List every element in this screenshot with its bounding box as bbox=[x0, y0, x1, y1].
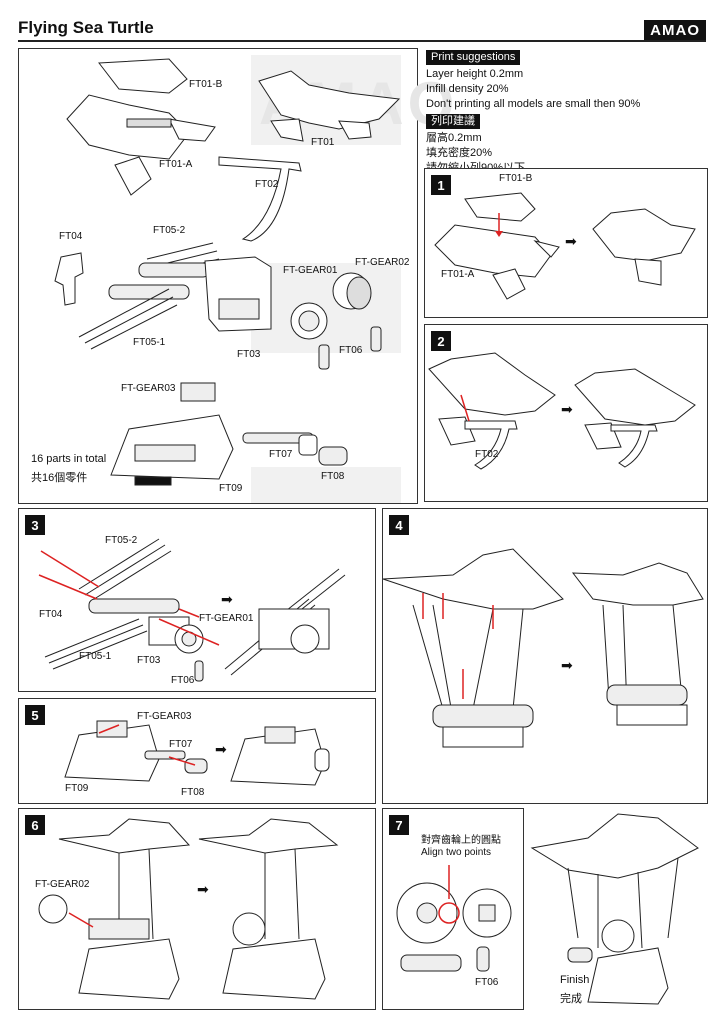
step-number: 7 bbox=[389, 815, 409, 835]
label-ft-gear02: FT-GEAR02 bbox=[355, 257, 410, 268]
parts-illustration bbox=[54, 58, 401, 486]
tip-line: Layer height 0.2mm bbox=[426, 68, 524, 80]
step-4-panel: 4 ➡ bbox=[382, 508, 708, 804]
finish-label-zh: 完成 bbox=[560, 993, 582, 1005]
label-ft-gear01: FT-GEAR01 bbox=[283, 265, 338, 276]
step-number: 2 bbox=[431, 331, 451, 351]
finished-model-illustration bbox=[530, 813, 699, 1005]
step-7-label-zh: 對齊齒輪上的圓點 bbox=[421, 835, 501, 846]
label-ft01-a: FT01-A bbox=[159, 159, 193, 170]
step-1-label: FT01-A bbox=[441, 269, 475, 280]
tip-line: Infill density 20% bbox=[426, 83, 509, 95]
page-title: Flying Sea Turtle bbox=[18, 18, 154, 37]
label-ft08: FT08 bbox=[321, 471, 345, 482]
step-2-label: FT02 bbox=[475, 449, 499, 460]
step-number: 3 bbox=[25, 515, 45, 535]
parts-total-en: 16 parts in total bbox=[31, 453, 107, 465]
step-4-illustration bbox=[382, 548, 704, 748]
label-ft05-2: FT05-2 bbox=[153, 225, 186, 236]
tip-line: Don't printing all models are small then… bbox=[426, 98, 641, 110]
step-7-illustration bbox=[396, 865, 512, 972]
step-1-illustration bbox=[434, 192, 696, 300]
step-arrow: ➡ bbox=[197, 881, 209, 897]
label-ft06: FT06 bbox=[339, 345, 363, 356]
step-3-label: FT05-2 bbox=[105, 535, 138, 546]
step-arrow: ➡ bbox=[565, 233, 577, 249]
step-2-illustration bbox=[428, 352, 696, 470]
step-3-label: FT04 bbox=[39, 609, 63, 620]
step-arrow: ➡ bbox=[221, 591, 233, 607]
step-7-label: FT06 bbox=[475, 977, 499, 988]
step-6-illustration bbox=[38, 818, 339, 1000]
brand-badge: AMAO bbox=[644, 20, 706, 41]
step-3-label: FT05-1 bbox=[79, 651, 112, 662]
print-suggestions-heading-zh: 列印建議 bbox=[426, 114, 480, 129]
label-ft01: FT01 bbox=[311, 137, 335, 148]
label-ft07: FT07 bbox=[269, 449, 293, 460]
tip-line-zh: 填充密度20% bbox=[426, 147, 493, 159]
step-arrow: ➡ bbox=[215, 741, 227, 757]
step-arrow: ➡ bbox=[561, 657, 573, 673]
step-5-label: FT08 bbox=[181, 787, 205, 798]
step-number: 4 bbox=[389, 515, 409, 535]
step-5-label: FT09 bbox=[65, 783, 89, 794]
step-number: 6 bbox=[25, 815, 45, 835]
label-ft-gear03: FT-GEAR03 bbox=[121, 383, 176, 394]
step-1-label: FT01-B bbox=[499, 173, 533, 184]
print-suggestions-heading: Print suggestions bbox=[426, 50, 521, 65]
step-5-illustration bbox=[64, 720, 330, 786]
step-1-panel: 1 ➡ FT01-B FT01-A bbox=[424, 168, 708, 318]
label-ft04: FT04 bbox=[59, 231, 83, 242]
print-suggestions: Print suggestions Layer height 0.2mm Inf… bbox=[426, 48, 716, 176]
finish-label-en: Finish bbox=[560, 974, 590, 986]
label-ft02: FT02 bbox=[255, 179, 279, 190]
step-number: 1 bbox=[431, 175, 451, 195]
step-7-label-en: Align two points bbox=[421, 847, 492, 858]
parts-panel: AMAO bbox=[18, 48, 454, 504]
parts-total-zh: 共16個零件 bbox=[31, 472, 88, 484]
step-6-label: FT-GEAR02 bbox=[35, 879, 90, 890]
label-ft01-b: FT01-B bbox=[189, 79, 223, 90]
label-ft03: FT03 bbox=[237, 349, 261, 360]
step-number: 5 bbox=[25, 705, 45, 725]
step-3-panel: 3 ➡ FT05-2 FT04 FT- bbox=[18, 508, 376, 692]
step-5-label: FT07 bbox=[169, 739, 193, 750]
step-7-panel: 7 對齊齒輪上的圓點 Align two points FT06 bbox=[382, 808, 524, 1010]
label-ft09: FT09 bbox=[219, 483, 243, 494]
tip-line-zh: 層高0.2mm bbox=[426, 132, 482, 144]
step-3-label: FT03 bbox=[137, 655, 161, 666]
step-3-label: FT-GEAR01 bbox=[199, 613, 254, 624]
step-5-label: FT-GEAR03 bbox=[137, 711, 192, 722]
step-3-label: FT06 bbox=[171, 675, 195, 686]
label-ft05-1: FT05-1 bbox=[133, 337, 166, 348]
header-rule bbox=[18, 40, 706, 42]
step-3-illustration bbox=[38, 538, 346, 682]
step-arrow: ➡ bbox=[561, 401, 573, 417]
step-6-panel: 6 ➡ FT-GEAR02 bbox=[18, 808, 376, 1010]
step-2-panel: 2 ➡ FT02 bbox=[424, 324, 708, 502]
step-5-panel: 5 ➡ FT-GEAR03 FT07 FT09 FT08 bbox=[18, 698, 376, 804]
